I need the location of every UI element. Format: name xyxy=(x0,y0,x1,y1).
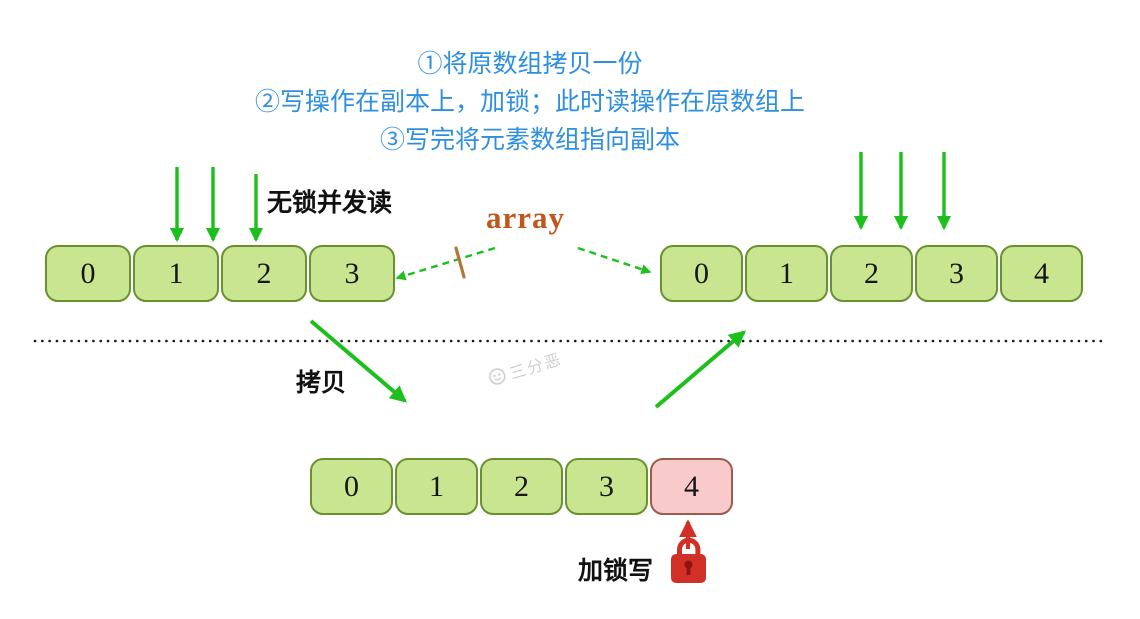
instruction-line-3: ③写完将元素数组指向副本 xyxy=(379,127,680,154)
array-cell: 4 xyxy=(1000,245,1083,302)
watermark: 三分恶 xyxy=(485,345,565,390)
copy-label: 拷贝 xyxy=(296,370,347,397)
array-cell: 1 xyxy=(133,245,219,302)
watermark-face-icon xyxy=(489,368,506,385)
concurrent-read-arrows-right xyxy=(853,152,952,231)
instruction-line-2: ②写操作在副本上，加锁；此时读操作在原数组上 xyxy=(254,89,805,116)
array-cell-written: 4 xyxy=(650,458,733,515)
concurrent-read-arrows-left xyxy=(169,167,264,243)
concurrent-read-label: 无锁并发读 xyxy=(267,190,393,217)
instructions: ①将原数组拷贝一份 ②写操作在副本上，加锁；此时读操作在原数组上 ③写完将元素数… xyxy=(0,46,1060,160)
dashed-pointer-to-original xyxy=(395,246,496,281)
array-cell: 0 xyxy=(660,245,743,302)
copied-array: 0 1 2 3 4 xyxy=(310,458,733,515)
array-cell: 0 xyxy=(45,245,131,302)
new-array: 0 1 2 3 4 xyxy=(660,245,1083,302)
array-cell: 3 xyxy=(309,245,395,302)
array-cell: 2 xyxy=(221,245,307,302)
old-pointer-cross xyxy=(454,246,466,279)
locked-write-label: 加锁写 xyxy=(578,558,654,585)
array-cell: 2 xyxy=(480,458,563,515)
array-cell: 2 xyxy=(830,245,913,302)
instruction-line-1: ①将原数组拷贝一份 xyxy=(417,51,643,78)
dashed-pointer-to-new xyxy=(577,246,652,275)
original-array: 0 1 2 3 xyxy=(45,245,395,302)
lock-icon xyxy=(671,537,706,583)
array-cell: 0 xyxy=(310,458,393,515)
array-cell: 1 xyxy=(395,458,478,515)
array-pointer-label: array xyxy=(486,200,566,235)
swap-arrow xyxy=(654,330,746,409)
array-cell: 3 xyxy=(915,245,998,302)
watermark-text: 三分恶 xyxy=(507,351,565,384)
array-cell: 3 xyxy=(565,458,648,515)
array-cell: 1 xyxy=(745,245,828,302)
